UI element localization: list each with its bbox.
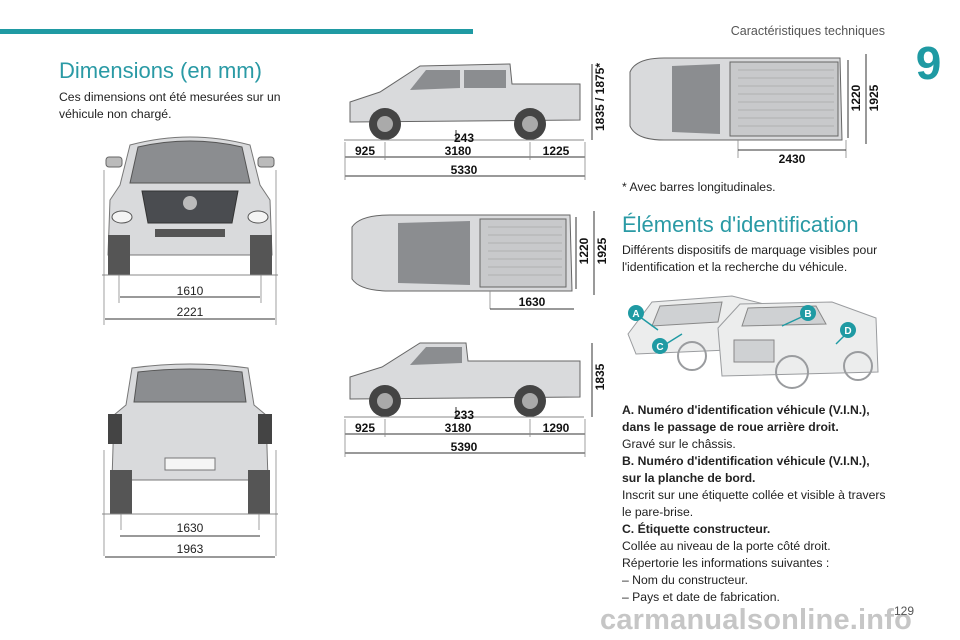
dimensions-heading: Dimensions (en mm) [59, 58, 262, 83]
identification-drawing: A B C D [627, 295, 879, 389]
page-number: 129 [893, 604, 914, 618]
item-b-desc-2: le pare-brise. [622, 505, 694, 519]
item-c-bullet-1: – Nom du constructeur. [622, 573, 748, 587]
dimensions-intro: Ces dimensions ont été mesurées sur un v… [59, 90, 281, 121]
double-cab-outer-width-label: 1925 [595, 237, 609, 264]
item-c-desc-2: Répertorie les informations suivantes : [622, 556, 830, 570]
front-width-label: 2221 [177, 305, 204, 319]
double-cab-front-overhang-label: 925 [355, 144, 375, 158]
rear-track-label: 1630 [177, 521, 204, 535]
top-single-cab-drawing: 1220 1925 2430 [629, 54, 881, 166]
side-double-cab-drawing: 1835 / 1875* 243 925 3180 1225 5330 [344, 63, 607, 180]
item-c-title: C. Étiquette constructeur. [622, 522, 771, 536]
identification-heading: Éléments d'identification [622, 212, 859, 237]
single-cab-inner-width-label: 1220 [849, 84, 863, 111]
side-single-cab-drawing: 1835 233 925 3180 1290 5390 [344, 342, 607, 457]
single-cab-wheelbase-label: 3180 [445, 421, 472, 435]
marker-b: B [804, 309, 811, 320]
chapter-number: 9 [915, 37, 942, 89]
double-cab-height-label: 1835 / 1875* [593, 63, 607, 131]
front-track-label: 1610 [177, 284, 204, 298]
item-b-desc-1: Inscrit sur une étiquette collée et visi… [622, 488, 886, 502]
item-c-desc-1: Collée au niveau de la porte côté droit. [622, 539, 831, 553]
single-cab-length-label: 5390 [451, 440, 478, 454]
double-cab-bed-length-label: 1630 [519, 295, 546, 309]
front-view-drawing: 1610 2221 [102, 136, 278, 325]
footnote: * Avec barres longitudinales. [622, 180, 776, 194]
top-double-cab-drawing: 1220 1925 1630 [351, 211, 609, 310]
marker-d: D [844, 326, 851, 337]
single-cab-rear-overhang-label: 1290 [543, 421, 570, 435]
double-cab-clearance-label: 243 [454, 131, 474, 145]
item-b-title-2: sur la planche de bord. [622, 471, 756, 485]
rear-width-label: 1963 [177, 542, 204, 556]
item-a-desc: Gravé sur le châssis. [622, 437, 736, 451]
watermark: carmanualsonline.info [600, 604, 912, 636]
single-cab-bed-length-label: 2430 [779, 152, 806, 166]
section-title: Caractéristiques techniques [730, 24, 885, 38]
rear-view-drawing: 1630 1963 [102, 363, 278, 558]
item-b-title-1: B. Numéro d'identification véhicule (V.I… [622, 454, 870, 468]
single-cab-outer-width-label: 1925 [867, 84, 881, 111]
single-cab-height-label: 1835 [593, 363, 607, 390]
single-cab-clearance-label: 233 [454, 408, 474, 422]
single-cab-front-overhang-label: 925 [355, 421, 375, 435]
identification-intro: Différents dispositifs de marquage visib… [622, 243, 878, 274]
item-a-title-2: dans le passage de roue arrière droit. [622, 420, 839, 434]
marker-c: C [656, 342, 663, 353]
double-cab-wheelbase-label: 3180 [445, 144, 472, 158]
double-cab-inner-width-label: 1220 [577, 237, 591, 264]
marker-a: A [632, 309, 639, 320]
double-cab-rear-overhang-label: 1225 [543, 144, 570, 158]
double-cab-length-label: 5330 [451, 163, 478, 177]
header-rule [0, 29, 473, 34]
item-c-bullet-2: – Pays et date de fabrication. [622, 590, 780, 604]
item-a-title-1: A. Numéro d'identification véhicule (V.I… [622, 403, 870, 417]
